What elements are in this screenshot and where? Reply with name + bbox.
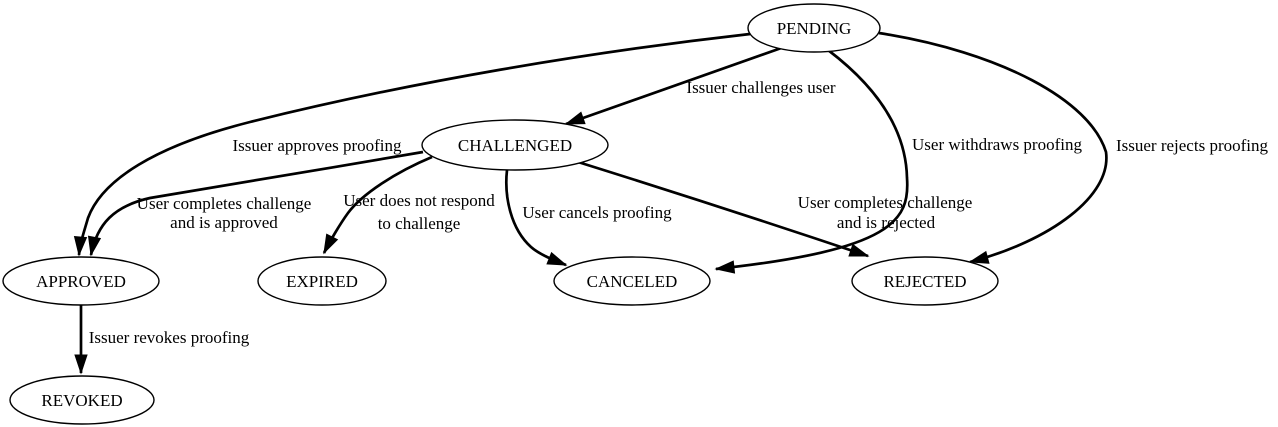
edges-layer	[73, 31, 1108, 375]
edge-label-challenged-to-rejected-line-0: User completes challenge	[798, 193, 973, 212]
edge-pending-to-approved	[73, 32, 751, 257]
node-ellipse-expired	[257, 256, 387, 306]
edge-label-pending-to-approved-line-0: Issuer approves proofing	[232, 136, 402, 155]
node-canceled: CANCELED	[553, 256, 711, 306]
node-label-canceled: CANCELED	[587, 272, 678, 291]
edge-label-challenged-to-approved-line-0: User completes challenge	[137, 194, 312, 213]
edge-label-pending-to-canceled-line-0: User withdraws proofing	[912, 135, 1082, 154]
node-ellipse-rejected	[851, 256, 999, 306]
node-label-expired: EXPIRED	[286, 272, 358, 291]
edge-label-challenged-to-rejected-line-1: and is rejected	[837, 213, 936, 232]
edge-challenged-to-rejected	[577, 160, 870, 258]
node-challenged: CHALLENGED	[421, 119, 609, 171]
edge-label-challenged-to-expired-line-0: User does not respond	[343, 191, 495, 210]
edge-label-pending-to-rejected-line-0: Issuer rejects proofing	[1116, 136, 1269, 155]
node-expired: EXPIRED	[257, 256, 387, 306]
node-revoked: REVOKED	[9, 375, 155, 425]
edge-label-challenged-to-expired-line-1: to challenge	[378, 214, 461, 233]
node-ellipse-approved	[2, 256, 160, 306]
node-label-pending: PENDING	[777, 19, 852, 38]
node-label-revoked: REVOKED	[41, 391, 122, 410]
node-pending: PENDING	[747, 3, 881, 53]
edge-label-approved-to-revoked-line-0: Issuer revokes proofing	[89, 328, 250, 347]
edge-pending-to-canceled	[714, 48, 909, 274]
node-ellipse-challenged	[421, 119, 609, 171]
node-ellipse-revoked	[9, 375, 155, 425]
edge-pending-to-challenged	[564, 44, 788, 126]
node-label-challenged: CHALLENGED	[458, 136, 572, 155]
edge-challenged-to-canceled	[505, 169, 568, 267]
node-ellipse-canceled	[553, 256, 711, 306]
edge-challenged-to-expired	[322, 155, 433, 255]
edge-label-challenged-to-canceled-line-0: User cancels proofing	[522, 203, 672, 222]
edge-label-pending-to-challenged-line-0: Issuer challenges user	[686, 78, 836, 97]
edge-challenged-to-approved	[87, 150, 424, 257]
edge-label-challenged-to-approved-line-1: and is approved	[170, 213, 278, 232]
node-approved: APPROVED	[2, 256, 160, 306]
node-rejected: REJECTED	[851, 256, 999, 306]
nodes-layer: PENDING CHALLENGED APPROVED EXPIRED CANCELED…	[2, 3, 999, 425]
node-ellipse-pending	[747, 3, 881, 53]
node-label-approved: APPROVED	[36, 272, 126, 291]
edge-pending-to-rejected	[878, 31, 1108, 264]
node-label-rejected: REJECTED	[883, 272, 966, 291]
